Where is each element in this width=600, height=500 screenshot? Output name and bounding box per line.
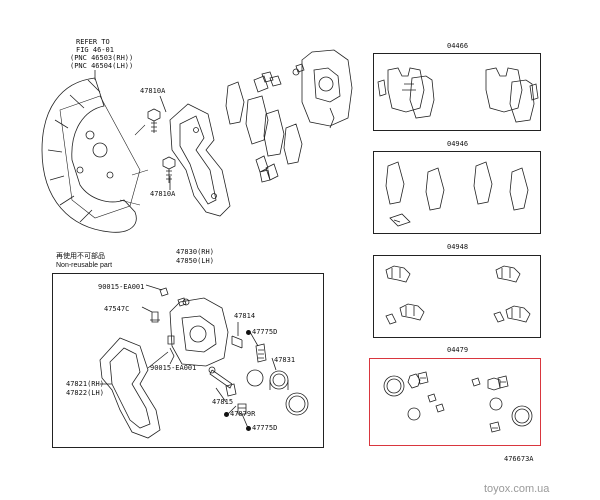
caliper-assembly-drawing <box>99 284 309 439</box>
refer-text-4: (PNC 46504(LH)) <box>70 62 134 70</box>
label-47810a-top[interactable]: 47810A <box>140 87 166 95</box>
brake-pad-drawing <box>225 71 303 183</box>
bolt-47810a-drawing <box>147 95 176 190</box>
label-47822[interactable]: 47822(LH) <box>66 389 104 397</box>
kit-box-04948[interactable] <box>373 255 541 338</box>
kit-box-04946[interactable] <box>373 151 541 234</box>
label-47815[interactable]: 47815 <box>212 398 234 406</box>
caliper-bracket-drawing <box>169 103 231 217</box>
kit-label-04946[interactable]: 04946 <box>447 140 469 148</box>
kit-box-04479-highlighted[interactable] <box>369 358 541 446</box>
label-47821[interactable]: 47821(RH) <box>66 380 104 388</box>
kit-label-04466[interactable]: 04466 <box>447 42 469 50</box>
refer-text-1: REFER TO <box>76 38 110 46</box>
label-47814[interactable]: 47814 <box>234 312 256 320</box>
kit-04479-seals-drawing <box>383 371 533 433</box>
figure-id: 476673A <box>504 455 534 463</box>
label-47810a-bottom[interactable]: 47810A <box>150 190 176 198</box>
refer-text-3: (PNC 46503(RH)) <box>70 54 134 62</box>
kit-04948-clips-drawing <box>385 265 531 325</box>
label-90015-b[interactable]: 90015-EA001 <box>150 364 197 372</box>
kit-label-04479[interactable]: 04479 <box>447 346 469 354</box>
label-47850[interactable]: 47850(LH) <box>176 257 214 265</box>
label-47775d-b[interactable]: 47775D <box>246 424 277 432</box>
kit-04946-shims-drawing <box>385 161 529 227</box>
nonreuse-dot-icon <box>224 411 229 417</box>
label-47775d-a[interactable]: 47775D <box>246 328 277 336</box>
refer-text-2: FIG 46-01 <box>76 46 114 54</box>
label-47830[interactable]: 47830(RH) <box>176 248 214 256</box>
dust-shield-drawing <box>41 70 149 233</box>
label-47831[interactable]: 47831 <box>274 356 296 364</box>
watermark-logo: toyox.com.ua <box>484 483 550 495</box>
label-47547c[interactable]: 47547C <box>104 305 130 313</box>
kit-label-04948[interactable]: 04948 <box>447 243 469 251</box>
nonreuse-dot-icon <box>246 425 251 431</box>
kit-04466-pads-drawing <box>377 67 539 123</box>
kit-box-04466[interactable] <box>373 53 541 131</box>
caliper-assembly-box <box>52 273 324 448</box>
caliper-top-drawing <box>292 49 353 129</box>
nonreuse-jp: 再使用不可部品 <box>56 252 105 260</box>
label-90015-a[interactable]: 90015-EA001 <box>98 283 145 291</box>
nonreuse-en: Non-reusable part <box>56 262 113 269</box>
nonreuse-dot-icon <box>246 329 251 335</box>
